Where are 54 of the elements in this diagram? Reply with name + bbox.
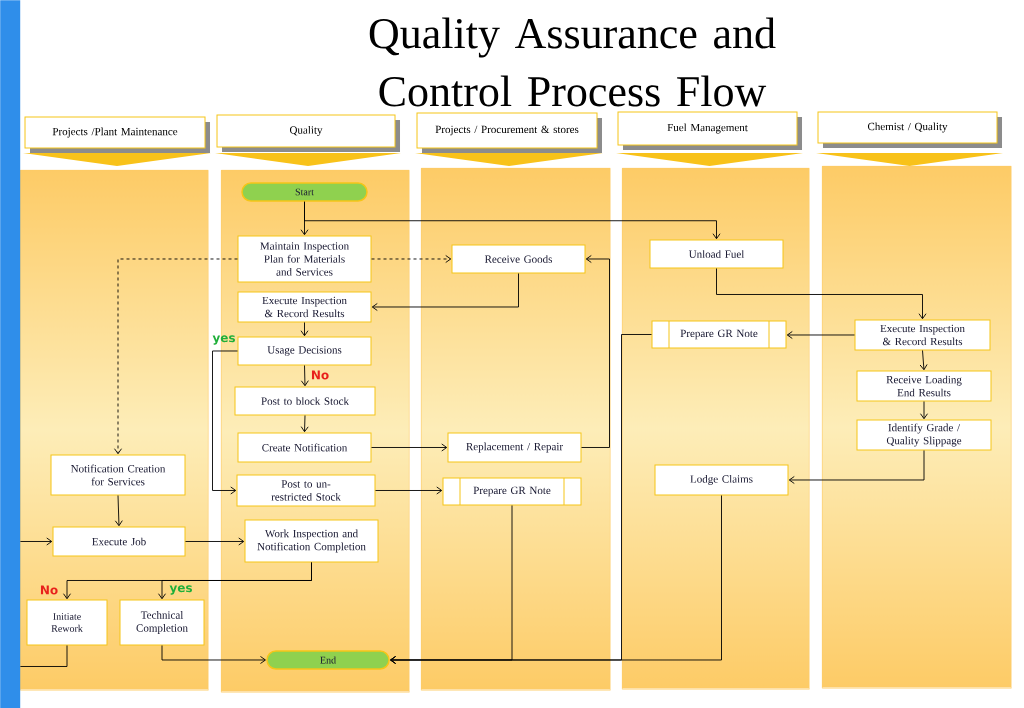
- connector: [158, 562, 312, 600]
- process-box: Notification Creation for Services: [50, 454, 186, 496]
- process-box: Initiate Rework: [26, 599, 108, 646]
- process-box: Replacement / Repair: [447, 432, 582, 463]
- process-box: Identify Grade / Quality Slippage: [856, 419, 992, 451]
- connector: [920, 401, 928, 420]
- process-box: Post to un-restricted Stock: [236, 474, 376, 507]
- lane-header: Projects / Procurement & stores: [415, 112, 603, 166]
- process-box: Lodge Claims: [654, 464, 789, 496]
- lane-header: Chemist / Quality: [816, 111, 1003, 166]
- edge-label: yes: [169, 585, 192, 595]
- connector: [390, 495, 722, 664]
- process-box: Receive Goods: [451, 244, 586, 274]
- process-box: Prepare GR Note: [442, 477, 582, 506]
- lane-header: Projects /Plant Maintenance: [23, 116, 211, 166]
- connector: [300, 322, 309, 337]
- connector: [300, 365, 309, 387]
- process-box: Usage Decisions: [237, 336, 372, 366]
- connector: [786, 331, 855, 339]
- side-bar: [0, 0, 21, 708]
- connector: [375, 486, 443, 495]
- connector: [581, 255, 610, 448]
- connector: [371, 443, 448, 452]
- process-box: Execute Inspection & Record Results: [854, 319, 991, 351]
- edge-label: No: [40, 585, 58, 595]
- connector: [371, 273, 519, 311]
- process-box: Create Notification: [237, 432, 372, 463]
- process-box: Technical Completion: [119, 599, 205, 646]
- connector: [114, 495, 123, 527]
- title: Quality Assurance and Control Process Flow: [369, 17, 776, 107]
- connector: [212, 350, 238, 495]
- edge-label: No: [311, 370, 329, 380]
- process-box: Maintain Inspection Plan for Materials and Services: [237, 235, 372, 283]
- connector: [114, 258, 238, 455]
- connector: [19, 645, 68, 667]
- connector: [185, 537, 245, 546]
- process-box: Execute Inspection & Record Results: [237, 291, 372, 323]
- connector: [716, 268, 927, 320]
- lane-header: Quality: [215, 114, 401, 166]
- connector: [300, 415, 309, 433]
- edge-label: yes: [212, 335, 235, 345]
- connector: [304, 201, 721, 240]
- process-box: Unload Fuel: [649, 239, 784, 269]
- connector: [161, 645, 266, 664]
- lane-header: Fuel Management: [616, 111, 803, 166]
- process-box: Prepare GR Note: [651, 320, 787, 349]
- connector: [919, 350, 928, 371]
- connector: [788, 450, 925, 484]
- connector: [371, 255, 452, 263]
- connector: [19, 537, 53, 546]
- process-box: Execute Job: [52, 526, 186, 557]
- process-box: Post to block Stock: [234, 386, 376, 416]
- process-box: Work Inspection and Notification Completion: [244, 519, 379, 563]
- process-box: Receive Loading End Results: [856, 370, 992, 402]
